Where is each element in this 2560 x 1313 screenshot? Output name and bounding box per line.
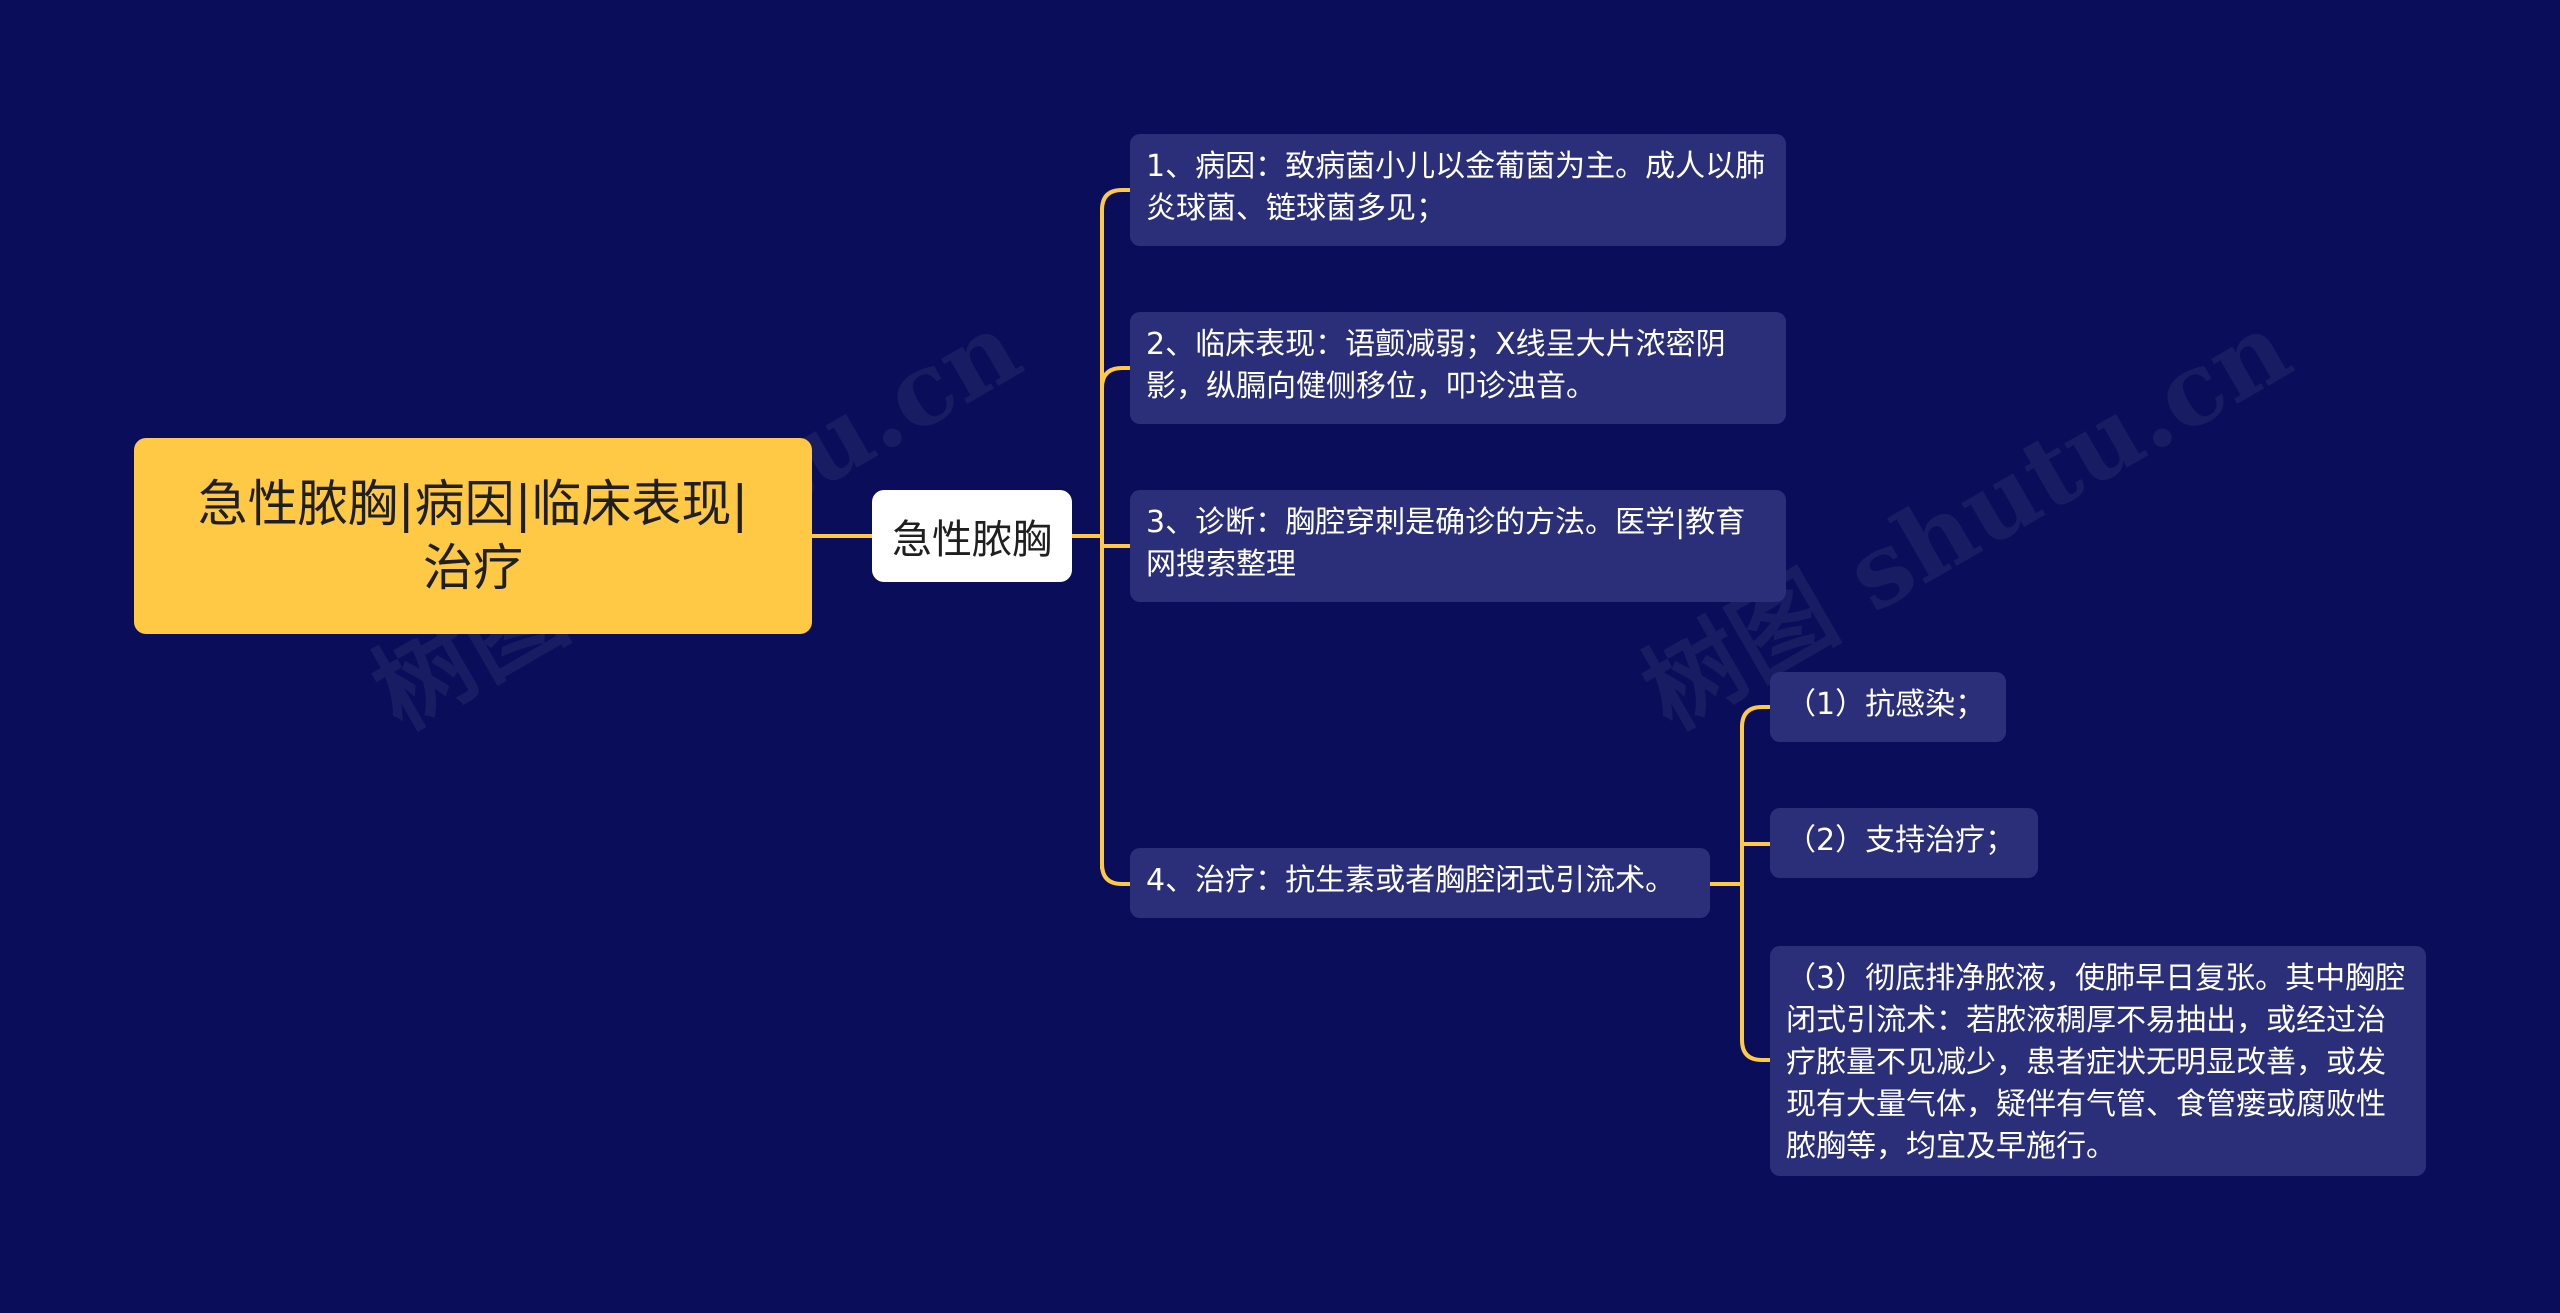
root-label: 急性脓胸|病因|临床表现|治疗 bbox=[197, 475, 749, 597]
treatment-node-support[interactable]: （2）支持治疗； bbox=[1770, 808, 2038, 878]
connector-treat-1 bbox=[1740, 705, 1772, 729]
treatment-node-anti-infection[interactable]: （1）抗感染； bbox=[1770, 672, 2006, 742]
branch-label: 1、病因：致病菌小儿以金葡菌为主。成人以肺炎球菌、链球菌多见； bbox=[1146, 149, 1766, 226]
connector-branch-2 bbox=[1100, 366, 1132, 390]
treatment-node-drainage[interactable]: （3）彻底排净脓液，使肺早日复张。其中胸腔闭式引流术：若脓液稠厚不易抽出，或经过… bbox=[1770, 946, 2426, 1176]
connector-treat-3 bbox=[1740, 1038, 1772, 1062]
branch-node-treatment[interactable]: 4、治疗：抗生素或者胸腔闭式引流术。 bbox=[1130, 848, 1710, 918]
treatment-label: （2）支持治疗； bbox=[1786, 823, 2016, 858]
center-node[interactable]: 急性脓胸 bbox=[872, 490, 1072, 582]
treatment-label: （1）抗感染； bbox=[1786, 687, 1986, 722]
branch-label: 2、临床表现：语颤减弱；X线呈大片浓密阴影，纵膈向健侧移位，叩诊浊音。 bbox=[1146, 327, 1726, 404]
branch-label: 3、诊断：胸腔穿刺是确诊的方法。医学|教育网搜索整理 bbox=[1146, 505, 1746, 582]
connector-branch-4 bbox=[1100, 862, 1132, 886]
branch-node-diagnosis[interactable]: 3、诊断：胸腔穿刺是确诊的方法。医学|教育网搜索整理 bbox=[1130, 490, 1786, 602]
branch-node-clinical[interactable]: 2、临床表现：语颤减弱；X线呈大片浓密阴影，纵膈向健侧移位，叩诊浊音。 bbox=[1130, 312, 1786, 424]
treatment-label: （3）彻底排净脓液，使肺早日复张。其中胸腔闭式引流术：若脓液稠厚不易抽出，或经过… bbox=[1786, 961, 2406, 1164]
branch-label: 4、治疗：抗生素或者胸腔闭式引流术。 bbox=[1146, 863, 1676, 898]
root-node[interactable]: 急性脓胸|病因|临床表现|治疗 bbox=[134, 438, 812, 634]
center-label: 急性脓胸 bbox=[892, 517, 1052, 563]
branch-node-cause[interactable]: 1、病因：致病菌小儿以金葡菌为主。成人以肺炎球菌、链球菌多见； bbox=[1130, 134, 1786, 246]
connector-branch-1 bbox=[1100, 188, 1132, 212]
